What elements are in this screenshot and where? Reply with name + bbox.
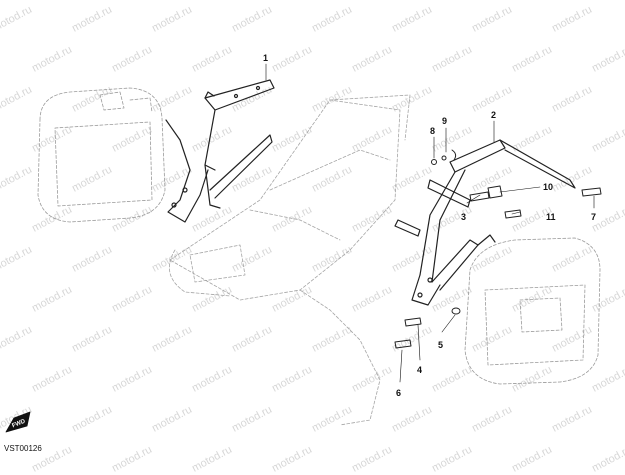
frame-outline	[168, 94, 411, 426]
leader-lines	[265, 63, 595, 383]
drawing-code: VST00126	[4, 444, 42, 453]
callout-3: 3	[461, 212, 467, 222]
callout-6: 6	[396, 388, 402, 398]
callout-11: 11	[546, 212, 556, 222]
callout-2: 2	[491, 110, 497, 120]
left-case-outline	[37, 87, 166, 223]
right-bracket-part-2	[394, 139, 576, 306]
left-bracket-part-1	[165, 79, 275, 223]
callout-7: 7	[591, 212, 597, 222]
fasteners	[394, 149, 602, 349]
front-arrow-icon	[5, 411, 31, 433]
right-case-outline	[464, 237, 601, 385]
callout-10: 10	[543, 182, 554, 192]
callout-4: 4	[417, 365, 423, 375]
callout-5: 5	[438, 340, 444, 350]
callout-1: 1	[263, 53, 269, 63]
callout-8: 8	[430, 126, 436, 136]
callout-9: 9	[442, 116, 448, 126]
